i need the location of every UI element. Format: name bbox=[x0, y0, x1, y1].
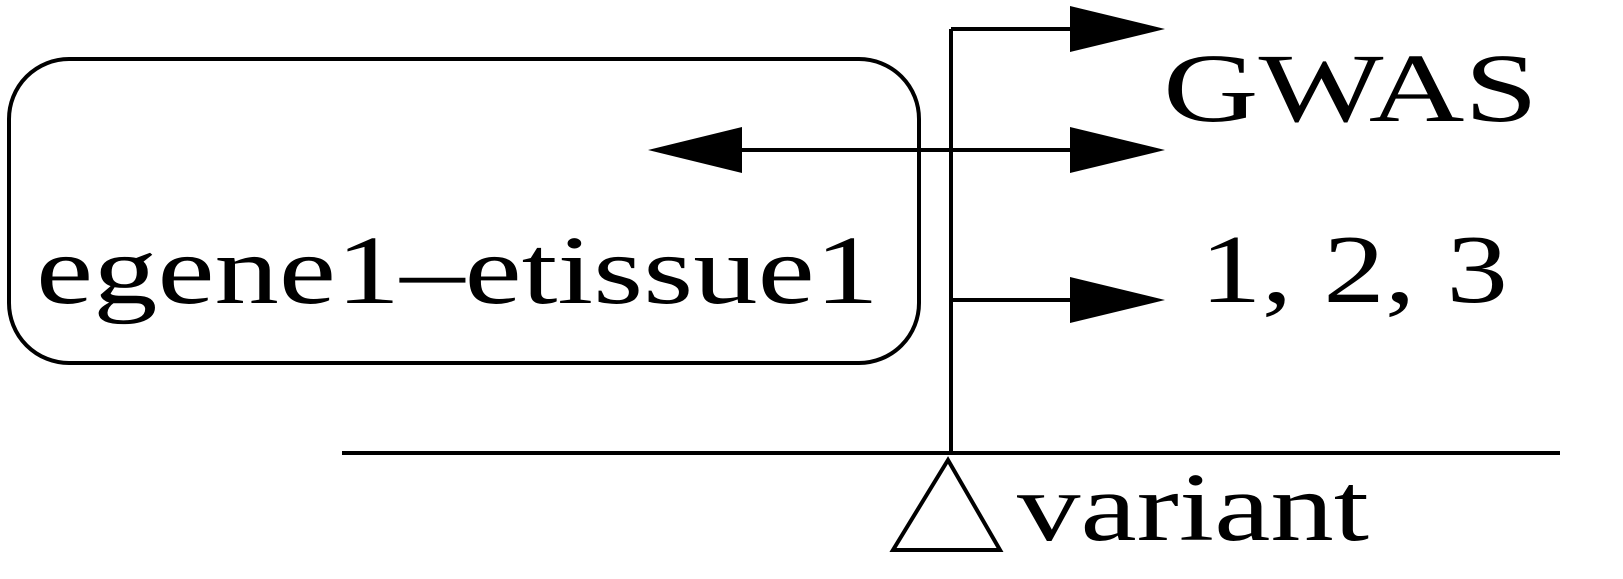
gwas-arrow bbox=[951, 6, 1165, 52]
variant-label: variant bbox=[1017, 454, 1369, 562]
crossing-double-arrow bbox=[648, 127, 1165, 173]
numbers-arrow bbox=[951, 277, 1165, 323]
variant-triangle-icon bbox=[889, 456, 1004, 552]
gwas-label: GWAS bbox=[1163, 35, 1538, 143]
numbers-label: 1, 2, 3 bbox=[1200, 216, 1508, 324]
egene-etissue-box bbox=[7, 57, 921, 365]
egene-etissue-label: egene1–etissue1 bbox=[36, 217, 879, 325]
